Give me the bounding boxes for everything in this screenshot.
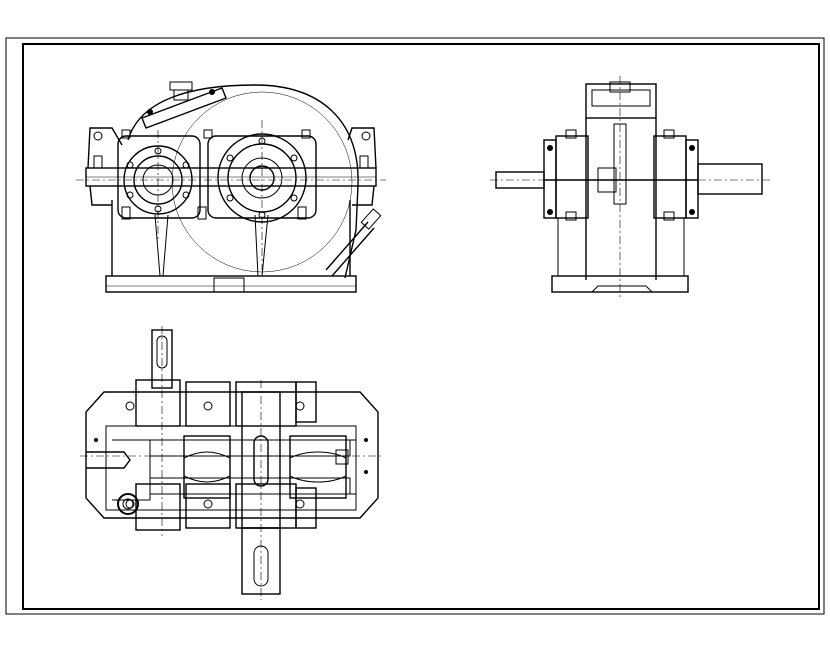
cover-screw: [209, 89, 215, 95]
flange-left: [543, 139, 557, 219]
dipstick-cap: [360, 208, 382, 230]
bearing-cap-inner: [133, 155, 183, 205]
intermediate-shaft-top: [149, 439, 351, 457]
cover-screw: [147, 109, 153, 115]
inner-frame: [22, 43, 820, 610]
support-ribs: [557, 218, 685, 276]
flange-right: [685, 139, 699, 219]
input-end-stub: [86, 451, 131, 469]
left-bearing-cover: [112, 439, 151, 501]
pinion-gear: [183, 435, 231, 499]
lug-left: [87, 127, 123, 169]
lug-right: [347, 127, 377, 169]
oil-dipstick: [325, 221, 375, 277]
input-keyway: [156, 335, 168, 369]
top-view: [80, 326, 384, 600]
drain-plug: [213, 277, 245, 293]
vent-cap: [169, 81, 193, 91]
bearing-housing-left: [117, 135, 201, 219]
cover-plate: [591, 89, 651, 107]
lugs-lower: [89, 185, 375, 206]
top-bolts: [94, 401, 368, 509]
housing-cover-outline: [127, 84, 359, 279]
side-bolts: [547, 129, 695, 221]
output-shaft: [697, 163, 763, 195]
bearing-block-left: [555, 135, 589, 219]
base-relief: [591, 285, 653, 293]
driven-gear: [289, 435, 347, 499]
front-view: [76, 81, 386, 293]
drain-plug: [117, 493, 139, 515]
right-bearing-cover: [346, 439, 357, 495]
housing-body-sides: [111, 200, 351, 276]
side-view: [490, 76, 770, 300]
drain-plug-hex: [122, 498, 134, 510]
bearing-block-right: [653, 135, 687, 219]
housing-bolts: [93, 129, 369, 220]
oil-plug: [335, 449, 349, 465]
top-cover: [585, 83, 657, 119]
input-shaft: [495, 171, 545, 189]
outer-border: [5, 37, 825, 615]
side-body-walls: [585, 118, 657, 280]
lug-hole: [361, 131, 371, 141]
top-housing-outline: [85, 391, 379, 519]
top-bearing-bosses: [135, 379, 317, 531]
inspection-cover: [141, 87, 227, 129]
lug-hole: [93, 131, 103, 141]
housing-ribs: [154, 214, 269, 277]
